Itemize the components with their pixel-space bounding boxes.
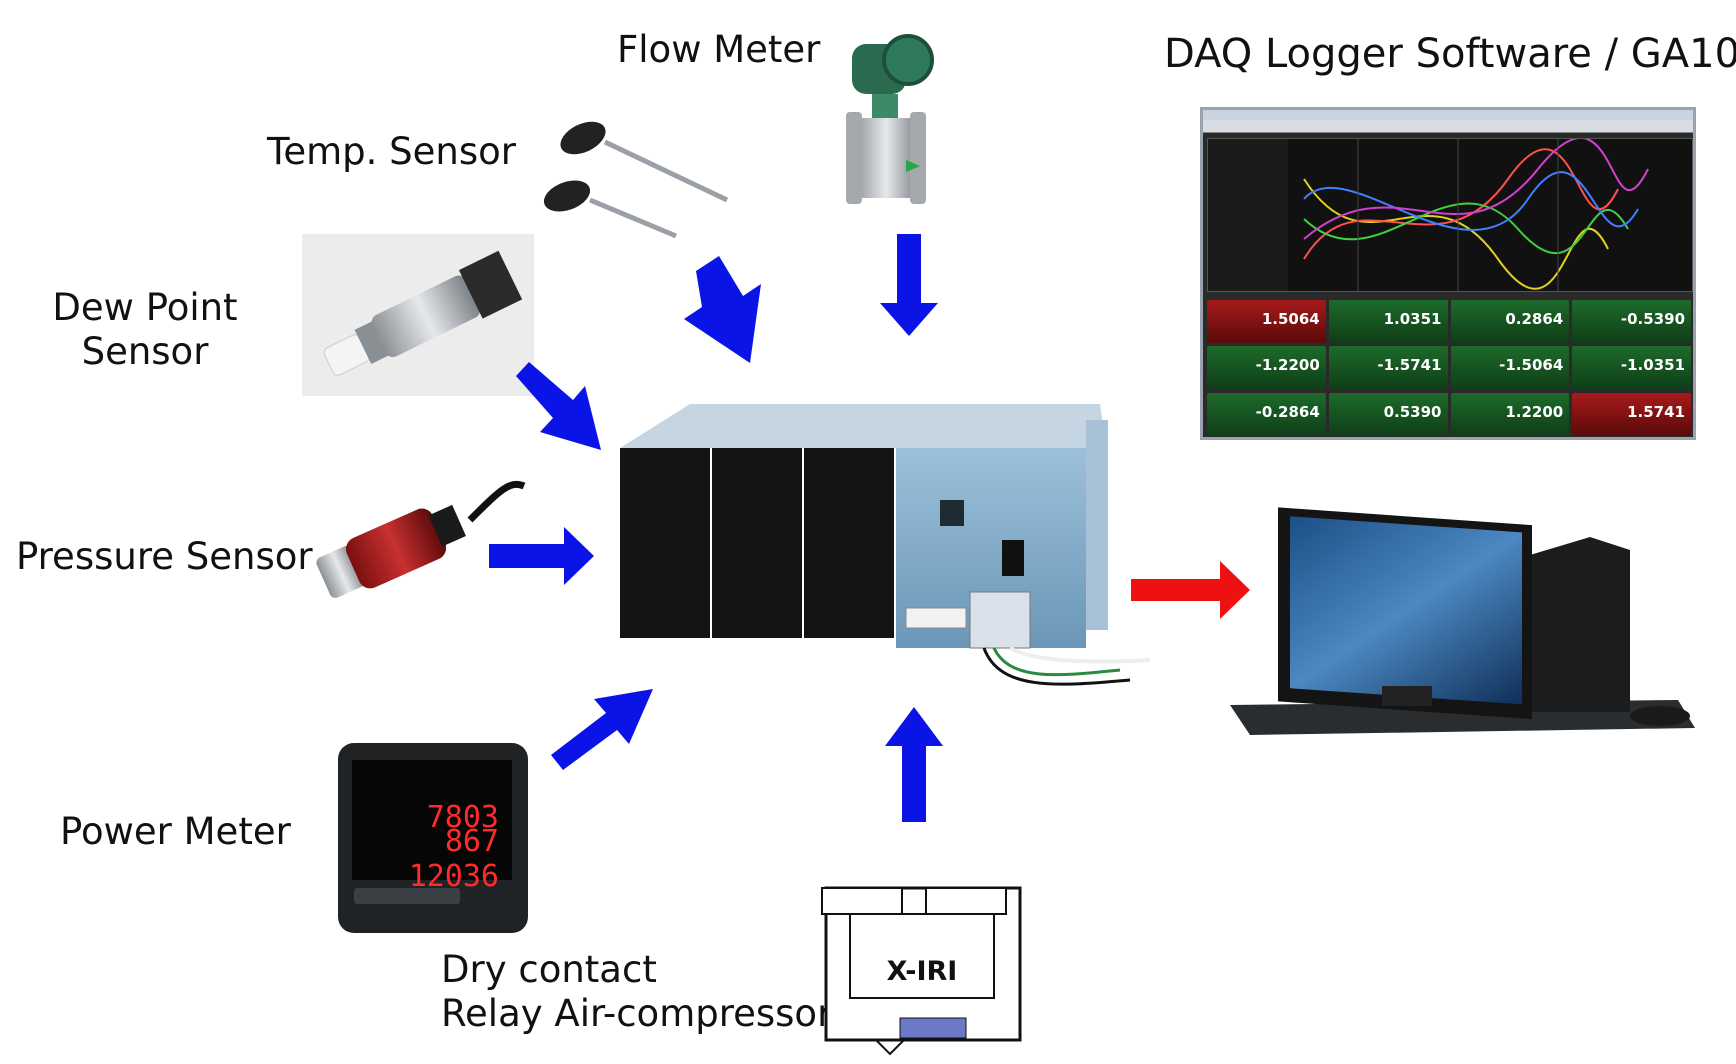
daq-logger-screenshot: 1.5064 1.0351 0.2864 -0.5390 -1.2200 -1.5741 -… <box>1200 107 1696 440</box>
daq-tile-7: -1.5064 <box>1450 346 1570 390</box>
daq-tile-value: 1.2200 <box>1505 402 1564 421</box>
daq-tile-value: 1.5741 <box>1627 402 1685 421</box>
label-dry-contact-line1: Dry contact <box>441 948 657 991</box>
arrow-flow-meter <box>880 234 938 336</box>
daq-tile-12: 1.5741 <box>1572 392 1691 436</box>
daq-tile-value: -1.2200 <box>1255 356 1320 375</box>
daq-tile-3: 0.2864 <box>1450 300 1570 344</box>
daq-tile-9: -0.2864 <box>1207 392 1326 436</box>
pressure-sensor-device <box>316 480 526 598</box>
label-pressure-sensor: Pressure Sensor <box>16 535 313 578</box>
daq-tile-value: -1.0351 <box>1620 356 1685 375</box>
label-flow-meter: Flow Meter <box>617 28 821 71</box>
label-daq-software: DAQ Logger Software / GA10 <box>1164 31 1736 77</box>
label-temp-sensor: Temp. Sensor <box>267 130 516 173</box>
arrow-power-meter <box>551 689 653 770</box>
arrow-to-pc <box>1131 561 1250 619</box>
daq-window-titlebar <box>1203 110 1693 120</box>
desktop-computer-device <box>1230 507 1695 735</box>
daq-tile-8: -1.0351 <box>1572 346 1691 390</box>
daq-tile-1: 1.5064 <box>1207 300 1326 344</box>
daq-tile-2: 1.0351 <box>1328 300 1448 344</box>
arrow-dry-contact <box>885 707 943 822</box>
daq-tile-value: -1.5741 <box>1377 356 1442 375</box>
daq-window-toolbar <box>1203 120 1693 133</box>
daq-module-device <box>620 404 1151 686</box>
daq-value-tiles: 1.5064 1.0351 0.2864 -0.5390 -1.2200 -1.5741 -… <box>1207 300 1691 436</box>
arrow-pressure-sensor <box>489 527 594 585</box>
daq-tile-value: 1.0351 <box>1383 310 1442 328</box>
label-dry-contact-line2: Relay Air-compressor <box>441 992 833 1036</box>
daq-tile-5: -1.2200 <box>1207 346 1326 390</box>
daq-tile-value: -0.5390 <box>1620 310 1685 328</box>
label-power-meter: Power Meter <box>60 810 291 853</box>
daq-tile-6: -1.5741 <box>1328 346 1448 390</box>
daq-tile-4: -0.5390 <box>1572 300 1691 344</box>
daq-tile-value: -0.2864 <box>1255 402 1320 421</box>
arrow-dew-point-sensor <box>516 362 601 450</box>
daq-tile-11: 1.2200 <box>1450 392 1570 436</box>
xiri-relay-device: X-IRI <box>821 886 1022 1056</box>
temp-sensor-device <box>543 121 729 239</box>
arrow-temp-sensor <box>684 256 761 363</box>
power-meter-reading-2: 867 <box>445 824 499 859</box>
daq-tile-value: 0.5390 <box>1383 402 1442 421</box>
io-module-1 <box>620 448 710 638</box>
daq-trend-panel <box>1207 137 1693 292</box>
daq-trend-svg <box>1208 137 1649 291</box>
daq-tile-value: -1.5064 <box>1499 356 1564 375</box>
dew-point-sensor-device <box>302 234 534 396</box>
daq-tile-10: 0.5390 <box>1328 392 1448 436</box>
io-module-2 <box>712 448 802 638</box>
power-meter-device: 7803 867 12036 <box>338 743 528 933</box>
flow-meter-device <box>846 34 934 204</box>
power-meter-reading-1: 7803 <box>427 800 499 835</box>
label-dew-point-line2: Sensor <box>81 330 209 374</box>
xiri-relay-label: X-IRI <box>887 956 958 987</box>
daq-tile-value: 0.2864 <box>1505 310 1564 328</box>
io-module-3 <box>804 448 894 638</box>
label-dew-point-line1: Dew Point <box>52 286 238 329</box>
label-dew-point-sensor: Dew Point Sensor <box>52 286 238 375</box>
daq-tile-value: 1.5064 <box>1261 310 1320 328</box>
label-dry-contact: Dry contact Relay Air-compressor <box>441 948 832 1037</box>
